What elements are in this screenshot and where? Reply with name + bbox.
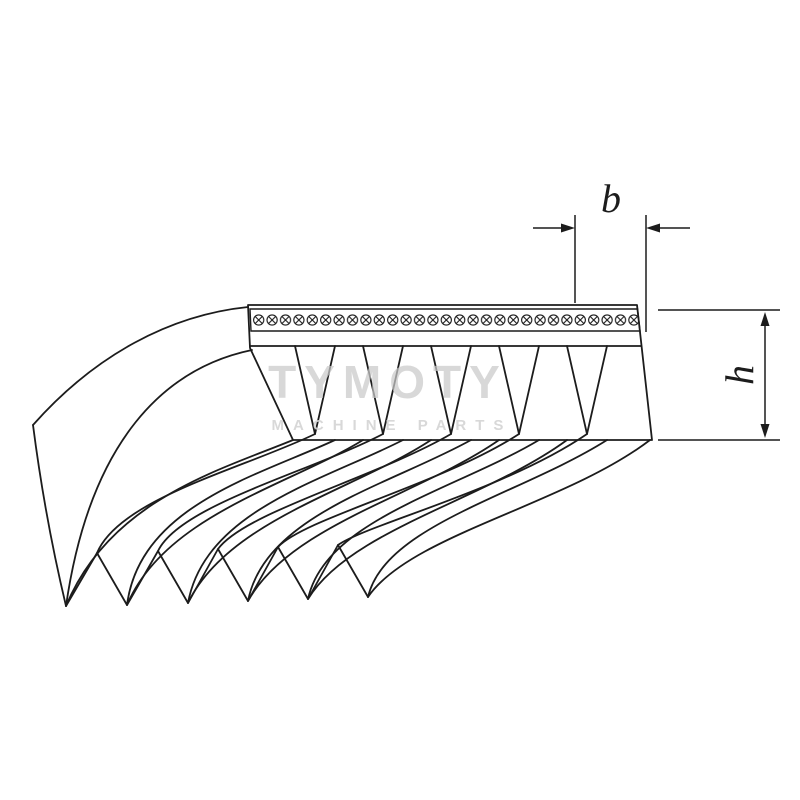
belt-left-end-edge <box>32 424 67 607</box>
rib-edge-curve <box>126 439 336 606</box>
rib-tips-zigzag <box>65 544 369 607</box>
watermark-subtitle: MACHINE PARTS <box>272 417 513 434</box>
rib-edge-curve <box>307 439 568 600</box>
dim-h-label: h <box>717 365 762 385</box>
belt-back-band-edge <box>65 349 253 607</box>
dim-h-arrow-up-icon <box>760 312 770 326</box>
dim-b-arrow-left-icon <box>646 223 660 233</box>
dim-h-arrow-down-icon <box>760 424 770 438</box>
rib-edge-curve <box>247 439 500 602</box>
rib-edge-curve <box>367 439 651 598</box>
belt-outer-top-edge <box>32 306 249 426</box>
groove-triangle <box>566 345 608 435</box>
dimension-b: b <box>533 176 690 332</box>
rib-edge-curve <box>187 439 404 604</box>
belt-drawing <box>32 304 653 607</box>
groove-bottom-curve <box>96 433 316 554</box>
rib-edge-curve <box>367 439 608 598</box>
rib-edge-curve <box>247 439 472 602</box>
watermark-title: TYMOTY <box>268 356 508 408</box>
groove-bottom-curve <box>337 433 588 546</box>
dim-b-arrow-right-icon <box>561 223 575 233</box>
groove-bottom-curve <box>157 433 384 552</box>
groove-bottom-curve <box>217 433 452 550</box>
watermark: TYMOTY MACHINE PARTS <box>268 356 513 434</box>
dim-b-label: b <box>601 176 621 221</box>
dimension-h: h <box>658 309 780 441</box>
groove-bottom-curve <box>277 433 520 548</box>
rib-edge-curve <box>126 439 364 606</box>
belt-front-face <box>247 304 653 441</box>
belt-body-curves <box>32 306 651 607</box>
rib-edge-curve <box>307 439 540 600</box>
belt-cord-band <box>249 308 641 332</box>
rib-edge-curve <box>187 439 432 604</box>
